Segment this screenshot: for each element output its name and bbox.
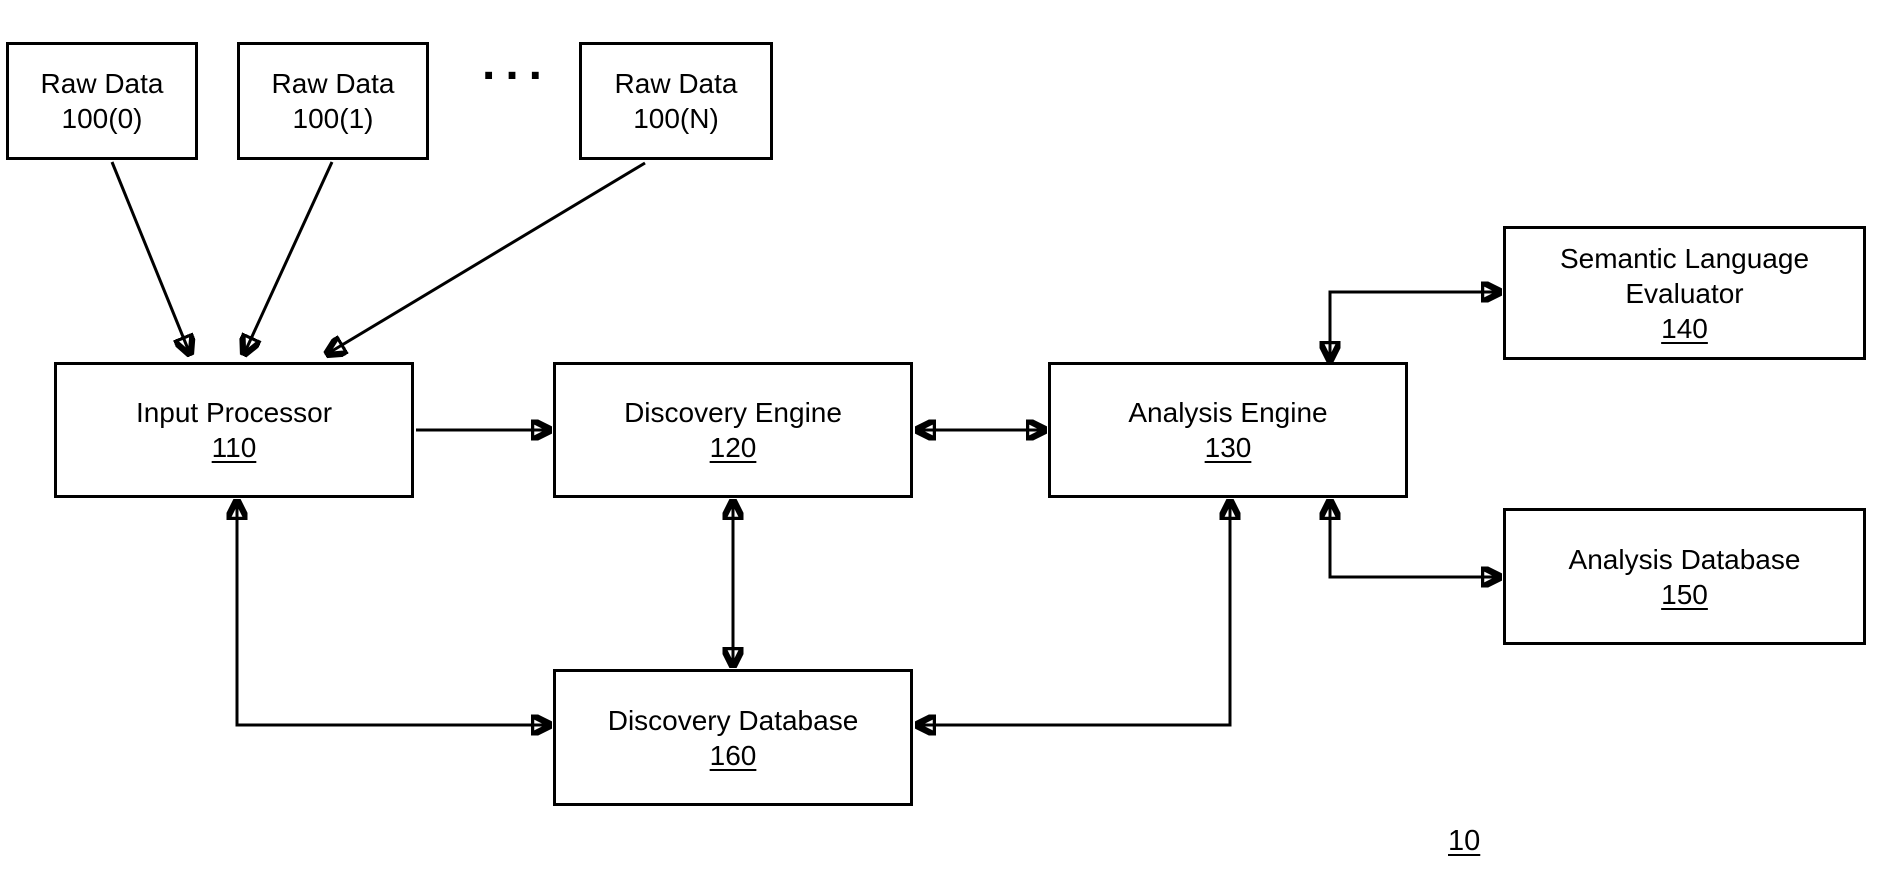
node-label: Input Processor [135,397,333,428]
figure-number: 10 [1448,825,1481,857]
node-raw-data-0: Raw Data 100(0) [6,42,198,160]
node-label: Raw Data [271,68,395,99]
node-label-line1: Semantic Language [1559,242,1810,274]
node-ref: 110 [211,432,257,463]
arrow-analysis-engine-discovery-database [917,501,1230,725]
node-label: Analysis Engine [1128,397,1328,428]
node-raw-data-n: Raw Data 100(N) [579,42,773,160]
node-ref: 150 [1661,578,1708,610]
arrow-input-processor-discovery-database [237,501,550,725]
node-raw-data-1: Raw Data 100(1) [237,42,429,160]
arrow-analysis-engine-semantic-language-evaluator [1330,292,1500,360]
node-label: Analysis Database [1568,543,1801,575]
node-label: Raw Data [614,68,738,99]
node-ref: 100(0) [61,103,143,134]
ellipsis: ... [481,37,552,90]
node-analysis-database: Analysis Database 150 [1503,508,1866,645]
arrow-raw-data-1-to-input-processor [244,161,334,354]
node-semantic-language-evaluator: Semantic Language Evaluator 140 [1503,226,1866,360]
node-input-processor: Input Processor 110 [54,362,414,498]
node-discovery-database: Discovery Database 160 [553,669,913,806]
node-label: Discovery Engine [624,397,842,428]
node-ref: 120 [709,432,757,463]
node-analysis-engine: Analysis Engine 130 [1048,362,1408,498]
node-ref: 100(N) [633,103,719,134]
node-ref: 140 [1661,312,1708,344]
arrow-raw-data-n-to-input-processor [327,161,646,354]
node-discovery-engine: Discovery Engine 120 [553,362,913,498]
node-ref: 130 [1204,432,1252,463]
node-ref: 160 [709,739,757,771]
arrow-raw-data-0-to-input-processor [110,161,190,354]
node-label: Raw Data [40,68,164,99]
arrow-analysis-engine-analysis-database [1330,501,1500,577]
node-label: Discovery Database [607,704,859,736]
node-label-line2: Evaluator [1625,277,1744,309]
node-ref: 100(1) [292,103,374,134]
